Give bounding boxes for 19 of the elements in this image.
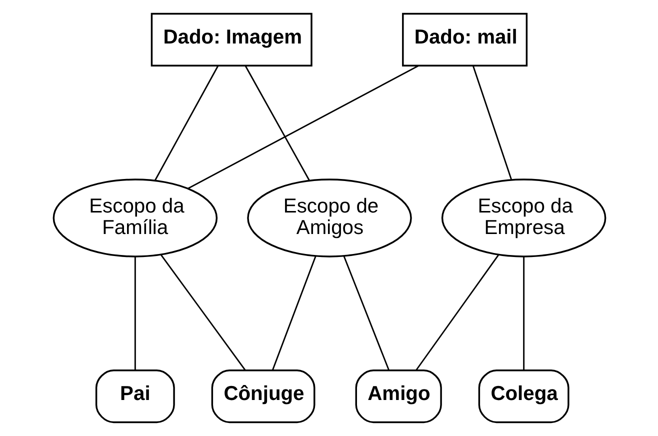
node-ellipse: Escopo de Amigos <box>246 178 412 258</box>
node-box: Cônjuge <box>210 370 315 424</box>
connector <box>342 256 389 370</box>
connector <box>272 256 316 370</box>
node-box: Colega <box>478 370 569 424</box>
connector <box>472 66 512 180</box>
connector <box>244 66 310 181</box>
node-box: Pai <box>94 370 174 424</box>
connector <box>415 254 499 371</box>
connector <box>522 257 524 370</box>
node-ellipse: Escopo da Empresa <box>440 178 606 258</box>
connector <box>187 65 418 190</box>
node-box: Dado: mail <box>402 12 528 66</box>
connector <box>160 254 246 371</box>
connector <box>134 257 136 370</box>
node-box: Amigo <box>354 370 442 424</box>
node-box: Dado: Imagem <box>150 12 312 66</box>
connector <box>154 66 218 181</box>
node-ellipse: Escopo da Família <box>52 178 218 258</box>
